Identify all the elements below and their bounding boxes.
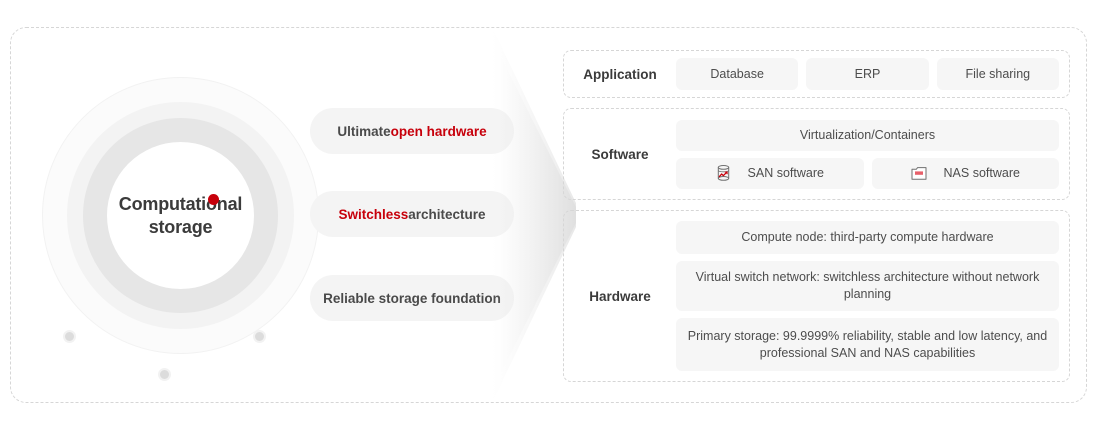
card-san-software-label: SAN software (747, 165, 824, 180)
layer-stack: Application Database ERP File sharing So… (563, 50, 1070, 392)
layer-application-label: Application (583, 66, 657, 82)
card-erp[interactable]: ERP (806, 58, 929, 90)
accent-marker-dot (208, 194, 219, 205)
layer-software: Software Virtualization/Containers (563, 108, 1070, 200)
layer-hardware-body: Compute node: third-party compute hardwa… (676, 213, 1069, 379)
card-nas-software-label: NAS software (943, 165, 1020, 180)
pill-1-prefix: Ultimate (337, 123, 391, 139)
orbit-node-right (253, 330, 266, 343)
layer-application-body: Database ERP File sharing (676, 50, 1069, 98)
card-database[interactable]: Database (676, 58, 799, 90)
software-row-1: Virtualization/Containers (676, 119, 1059, 151)
card-compute-node[interactable]: Compute node: third-party compute hardwa… (676, 221, 1059, 254)
center-title-line-1: Computational (118, 194, 243, 214)
center-title-line-2: storage (148, 216, 213, 237)
card-primary-storage[interactable]: Primary storage: 99.9999% reliability, s… (676, 318, 1059, 371)
database-chart-icon (716, 165, 731, 181)
hardware-row-3: Primary storage: 99.9999% reliability, s… (676, 318, 1059, 371)
layer-application: Application Database ERP File sharing (563, 50, 1070, 98)
layer-hardware: Hardware Compute node: third-party compu… (563, 210, 1070, 382)
hardware-row-2: Virtual switch network: switchless archi… (676, 261, 1059, 311)
pill-2-highlight: Switchless (338, 206, 409, 222)
card-nas-software[interactable]: NAS software (871, 157, 1059, 189)
card-san-software[interactable]: SAN software (676, 157, 864, 189)
software-row-2: SAN software NAS software (676, 157, 1059, 189)
orbit-node-left (63, 330, 76, 343)
pill-ultimate-open-hardware[interactable]: Ultimate open hardware (310, 108, 514, 154)
application-row: Database ERP File sharing (676, 58, 1059, 90)
left-visual-panel: Computational storage Ultimate open hard… (0, 27, 560, 403)
pill-2-suffix: architecture (408, 206, 486, 222)
pill-3-prefix: Reliable storage foundation (323, 290, 501, 306)
hardware-row-1: Compute node: third-party compute hardwa… (676, 221, 1059, 254)
layer-software-body: Virtualization/Containers (676, 112, 1069, 197)
orbit-node-bottom (158, 368, 171, 381)
card-virtualization-containers[interactable]: Virtualization/Containers (676, 119, 1059, 151)
layer-hardware-label: Hardware (589, 288, 651, 304)
orbit-center-disc: Computational storage (107, 142, 254, 289)
layer-software-label: Software (591, 146, 649, 162)
pill-1-highlight: open hardware (390, 123, 487, 139)
card-file-sharing[interactable]: File sharing (936, 58, 1059, 90)
pill-switchless-architecture[interactable]: Switchless architecture (310, 191, 514, 237)
folder-icon (911, 166, 927, 181)
pill-reliable-storage-foundation[interactable]: Reliable storage foundation (310, 275, 514, 321)
center-title: Computational storage (118, 193, 243, 238)
card-virtual-switch-network[interactable]: Virtual switch network: switchless archi… (676, 261, 1059, 311)
